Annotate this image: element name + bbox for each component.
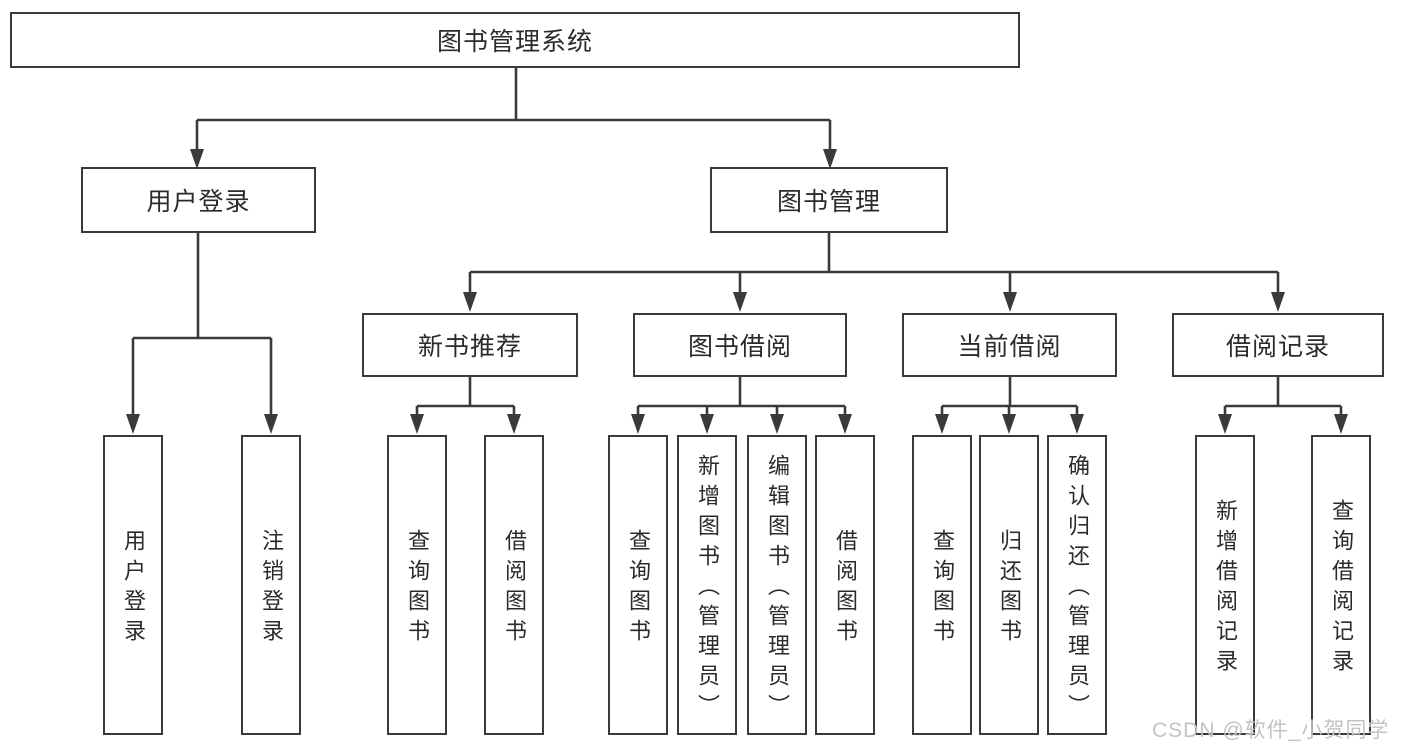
node-current-borrow: 当前借阅 — [902, 313, 1117, 377]
arrowhead-icon — [264, 414, 278, 434]
arrowhead-icon — [507, 414, 521, 434]
arrowhead-icon — [700, 414, 714, 434]
arrowhead-icon — [190, 149, 204, 169]
leaf-add-borrow-record: 新增借阅记录 — [1195, 435, 1255, 735]
node-user-login: 用户登录 — [81, 167, 316, 233]
csdn-watermark: CSDN @软件_小贺同学 — [1152, 719, 1390, 742]
node-borrow-records: 借阅记录 — [1172, 313, 1384, 377]
leaf-user-login: 用户登录 — [103, 435, 163, 735]
arrowhead-icon — [1003, 292, 1017, 312]
arrowhead-icon — [838, 414, 852, 434]
leaf-borrow-books-recommend: 借阅图书 — [484, 435, 544, 735]
leaf-edit-book-admin: 编辑图书（管理员） — [747, 435, 807, 735]
node-root-system: 图书管理系统 — [10, 12, 1020, 68]
node-book-borrow: 图书借阅 — [633, 313, 847, 377]
leaf-logout: 注销登录 — [241, 435, 301, 735]
leaf-query-books-borrow: 查询图书 — [608, 435, 668, 735]
arrowhead-icon — [1334, 414, 1348, 434]
arrowhead-icon — [733, 292, 747, 312]
leaf-query-borrow-record: 查询借阅记录 — [1311, 435, 1371, 735]
arrowhead-icon — [126, 414, 140, 434]
leaf-borrow-books: 借阅图书 — [815, 435, 875, 735]
arrowhead-icon — [410, 414, 424, 434]
arrowhead-icon — [1218, 414, 1232, 434]
arrowhead-icon — [1002, 414, 1016, 434]
arrowhead-icon — [631, 414, 645, 434]
arrowhead-icon — [1271, 292, 1285, 312]
arrowhead-icon — [770, 414, 784, 434]
leaf-query-books-recommend: 查询图书 — [387, 435, 447, 735]
node-book-management: 图书管理 — [710, 167, 948, 233]
leaf-return-book: 归还图书 — [979, 435, 1039, 735]
leaf-query-books-current: 查询图书 — [912, 435, 972, 735]
arrowhead-icon — [463, 292, 477, 312]
arrowhead-icon — [935, 414, 949, 434]
arrowhead-icon — [1070, 414, 1084, 434]
node-new-book-recommend: 新书推荐 — [362, 313, 578, 377]
leaf-add-book-admin: 新增图书（管理员） — [677, 435, 737, 735]
arrowhead-icon — [823, 149, 837, 169]
leaf-confirm-return-admin: 确认归还（管理员） — [1047, 435, 1107, 735]
